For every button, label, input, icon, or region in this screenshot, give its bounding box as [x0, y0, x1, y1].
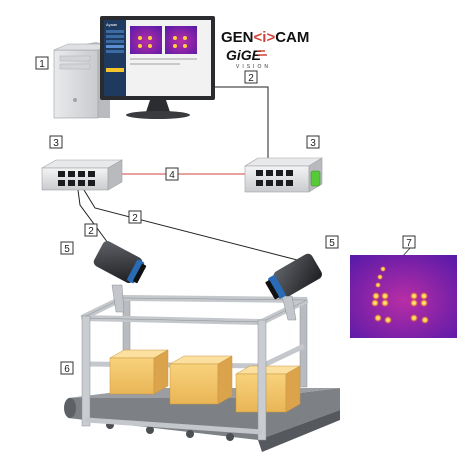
- box-2: [169, 355, 233, 405]
- callout-7: 7: [402, 235, 416, 249]
- power-indicator: [310, 170, 321, 187]
- callout-4: 4: [165, 167, 179, 181]
- svg-text:6: 6: [64, 364, 70, 375]
- svg-text:2: 2: [132, 213, 138, 224]
- network-switch-left: [40, 159, 124, 191]
- callout-3-right: 3: [306, 135, 320, 149]
- genicam-logo: GEN<i>CAM: [221, 29, 309, 46]
- cardboard-boxes: [109, 349, 301, 413]
- callout-5-right: 5: [325, 235, 339, 249]
- svg-text:VISION: VISION: [236, 64, 271, 70]
- software-sidebar: [104, 20, 126, 96]
- monitor: Ayaan: [100, 16, 215, 119]
- cable-switch-to-right-camera: [83, 189, 306, 263]
- callout-3-left: 3: [49, 135, 63, 149]
- callout-6: 6: [60, 361, 74, 375]
- gige-vision-logo: GiGE VISION: [226, 47, 271, 70]
- box-1: [109, 349, 169, 395]
- svg-text:3: 3: [53, 138, 59, 149]
- pc-tower: [53, 42, 111, 119]
- svg-text:5: 5: [64, 244, 70, 255]
- thermal-camera-right: [265, 253, 322, 321]
- svg-text:5: 5: [329, 238, 335, 249]
- svg-text:GEN<i>CAM: GEN<i>CAM: [221, 29, 309, 46]
- svg-text:GiGE: GiGE: [226, 47, 262, 63]
- thermal-preview-right: [165, 26, 197, 54]
- box-3: [235, 365, 301, 413]
- aluminum-frame-front: [81, 315, 267, 441]
- svg-text:7: 7: [406, 238, 412, 249]
- svg-text:3: 3: [310, 138, 316, 149]
- svg-text:2: 2: [88, 226, 94, 237]
- callout-1: 1: [35, 56, 49, 70]
- computer: Ayaan 1: [35, 16, 215, 119]
- software-app-name: Ayaan: [106, 22, 117, 27]
- network-switch-right: [243, 157, 324, 193]
- callout-2-mid: 2: [128, 210, 142, 224]
- svg-text:2: 2: [248, 73, 254, 84]
- callout-2-low: 2: [84, 223, 98, 237]
- thermal-image: [350, 246, 457, 338]
- callout-5-left: 5: [60, 241, 74, 255]
- thermal-preview-left: [130, 26, 162, 54]
- cable-computer-to-switch: [215, 86, 269, 165]
- svg-text:1: 1: [39, 59, 45, 70]
- thermal-camera-left: [93, 241, 147, 313]
- cables: [77, 86, 306, 263]
- callout-2-top: 2: [244, 70, 258, 84]
- svg-text:4: 4: [169, 170, 175, 181]
- cable-switch-to-left-camera: [77, 189, 109, 244]
